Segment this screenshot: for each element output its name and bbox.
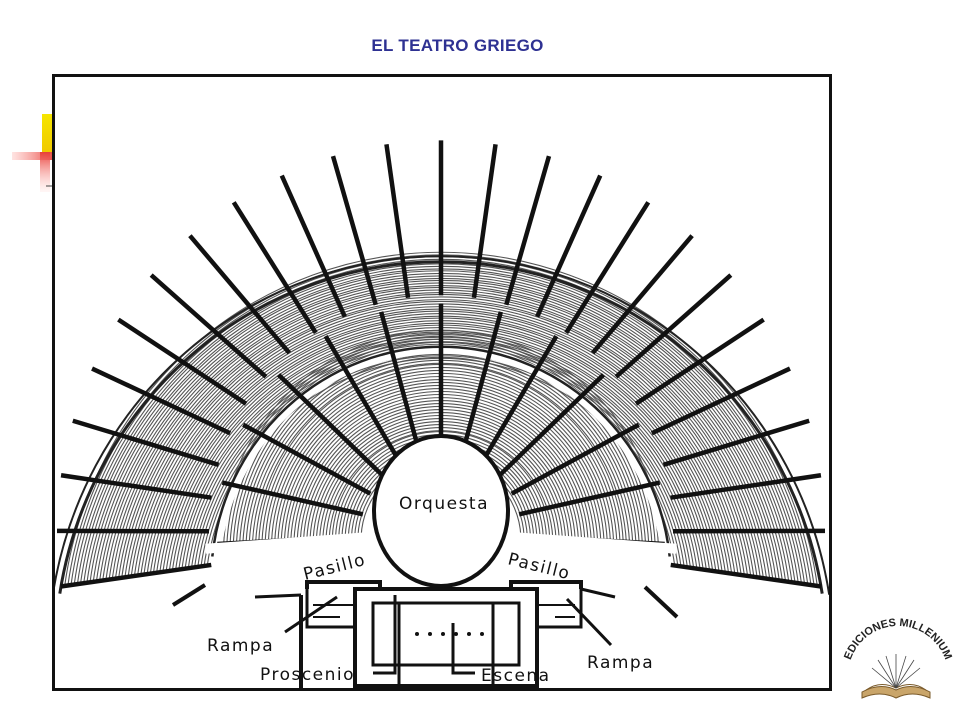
ramp-left-wall — [171, 583, 207, 607]
red-bar-vertical — [40, 152, 50, 192]
seat-row-upper — [130, 300, 752, 577]
stairway-upper — [564, 201, 651, 334]
stairway-upper — [670, 562, 822, 589]
rampa-right-pointer — [565, 597, 613, 647]
stairway-lower — [518, 480, 661, 517]
wing-right — [537, 604, 575, 618]
label-pasillo-right: Pasillo — [506, 549, 573, 584]
seating-sections — [55, 140, 829, 595]
rampa-left-pointer — [284, 595, 338, 634]
stairway-upper — [60, 473, 212, 500]
stairway-upper — [634, 317, 765, 406]
stairway-upper — [504, 155, 552, 306]
book-icon — [861, 654, 931, 699]
parados-left — [305, 589, 355, 629]
stage-dots — [415, 632, 484, 636]
ediciones-millenium-logo: EDICIONES MILLENIUM — [842, 617, 954, 699]
stairway-upper — [650, 366, 791, 436]
stairway-upper — [91, 366, 232, 436]
stairway-upper — [384, 143, 411, 299]
stairway-lower — [323, 335, 402, 464]
stairway-upper — [72, 418, 220, 467]
label-orquesta: Orquesta — [399, 494, 489, 514]
logo-arc-text: EDICIONES MILLENIUM — [842, 617, 954, 662]
seat-row-upper — [127, 299, 755, 577]
orchestra — [372, 434, 510, 588]
slide-title: EL TEATRO GRIEGO — [371, 36, 544, 55]
stairway-upper — [590, 234, 694, 355]
red-bar-horizontal — [12, 152, 56, 160]
stairway-upper — [279, 174, 347, 318]
stairway-upper — [614, 273, 733, 379]
wing-left — [313, 604, 355, 618]
orchestra-circle — [372, 434, 510, 588]
label-pointers — [284, 595, 613, 675]
label-pasillo-left: Pasillo — [301, 550, 368, 585]
stairway-upper — [670, 473, 822, 500]
ramp-right-wall — [643, 585, 679, 619]
pasillo-gap-left — [205, 532, 366, 554]
label-rampa-left: Rampa — [207, 636, 274, 656]
theatre-diagram: Orquesta Pasillo Pasillo Rampa Rampa Pro… — [52, 74, 832, 691]
stairway-lower — [460, 311, 504, 454]
stairway-lower — [497, 373, 606, 478]
label-proscenio: Proscenio — [260, 665, 355, 685]
stairway-upper — [662, 418, 810, 467]
seat-row-upper — [124, 296, 758, 578]
ramp-right-edge — [580, 587, 616, 599]
stairway-lower — [242, 422, 372, 496]
skene-main — [353, 587, 539, 688]
stairway-upper — [231, 201, 318, 334]
label-rampa-right: Rampa — [587, 653, 654, 673]
ramp-left-edge — [254, 593, 302, 599]
proscenio-pointer — [373, 595, 397, 675]
pasillo-gap-right — [516, 532, 677, 554]
stairway-upper — [117, 317, 248, 406]
parados-right — [537, 589, 583, 629]
skene-inner — [371, 601, 521, 667]
stairway-upper — [60, 562, 212, 589]
stairway-upper — [149, 273, 268, 379]
label-escena: Escena — [481, 666, 551, 686]
stairway-upper — [471, 143, 498, 299]
stairway-upper — [330, 155, 378, 306]
stairway-lower — [276, 373, 385, 478]
escena-pointer — [451, 623, 475, 675]
stairway-lower — [378, 311, 422, 454]
stairway-upper — [535, 174, 603, 318]
stairway-upper — [188, 234, 292, 355]
stairway-lower — [510, 422, 640, 496]
stairway-lower — [221, 480, 364, 517]
stage-structure — [171, 580, 679, 688]
stairway-lower — [480, 335, 559, 464]
